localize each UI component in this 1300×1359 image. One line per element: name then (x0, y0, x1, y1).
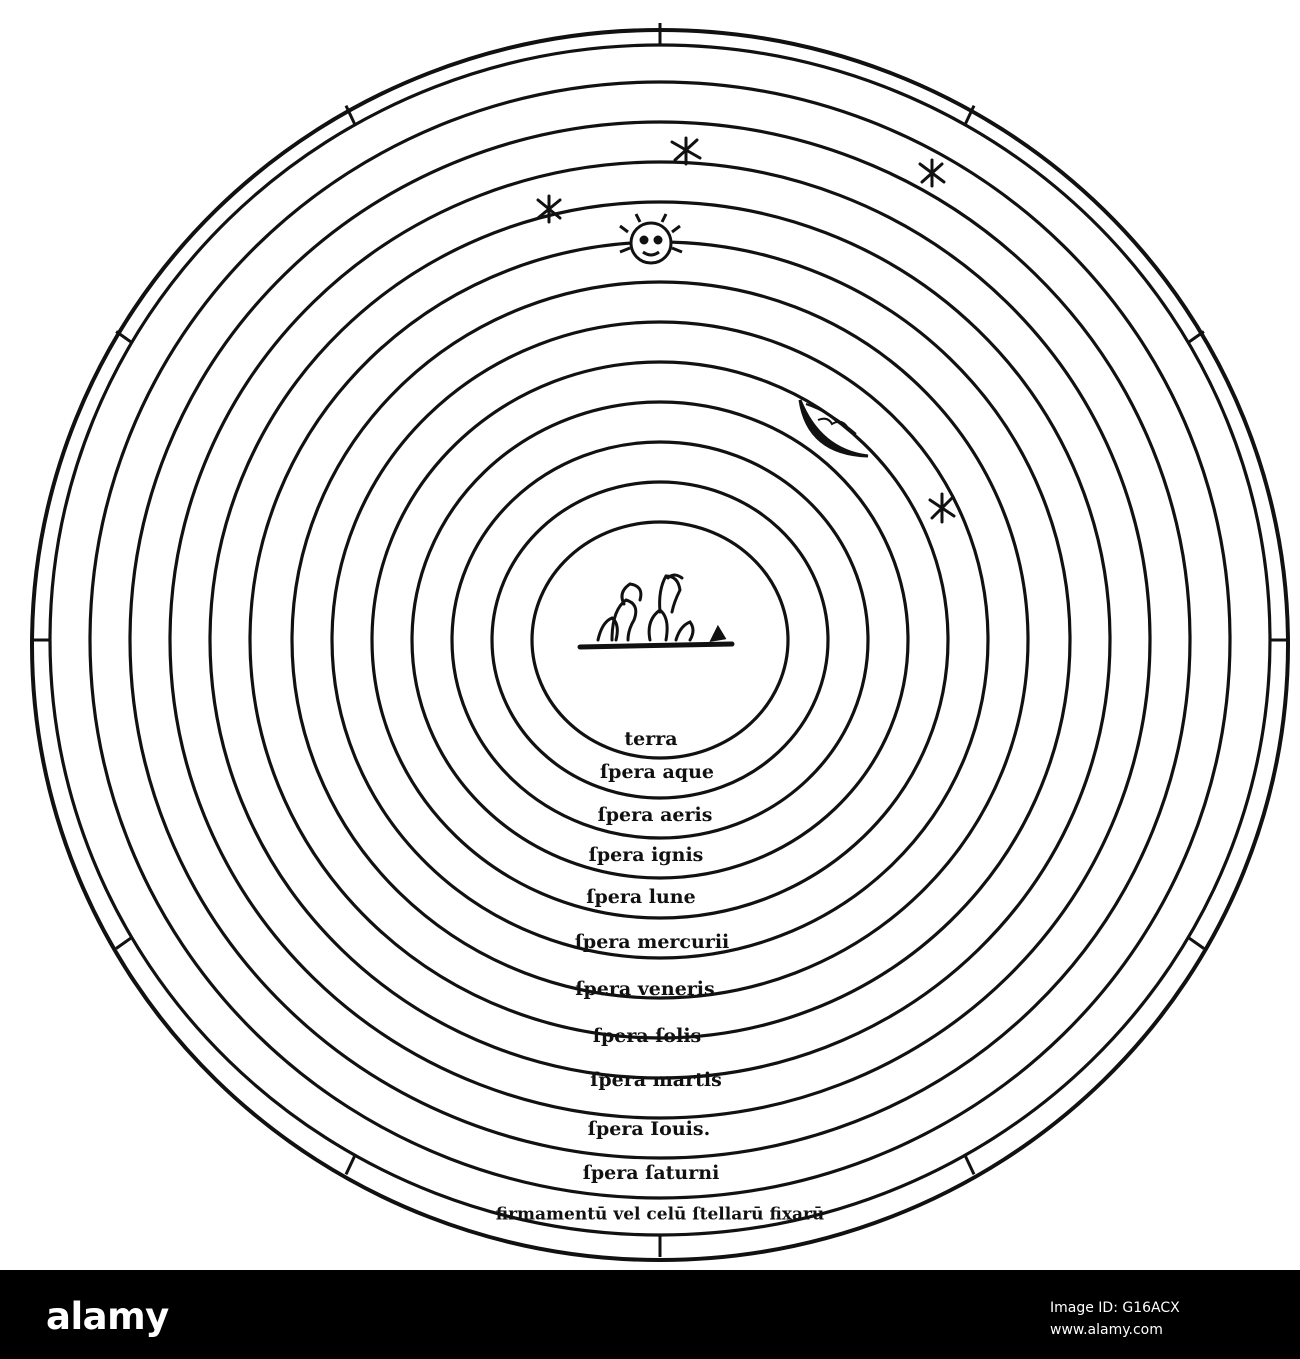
band-label: ſpera aque (600, 761, 714, 783)
sphere-ring (370, 360, 950, 920)
sphere-rings (30, 28, 1290, 1262)
band-label: terra (624, 728, 677, 750)
firmament-divider (115, 936, 133, 950)
firmament-divider (344, 105, 357, 126)
earth-landscape-icon (577, 573, 735, 650)
sphere-ring (88, 80, 1232, 1200)
watermark-bar (0, 1270, 1300, 1359)
watermark-logo: alamy (46, 1295, 169, 1338)
band-label: ſpera Iouis. (588, 1118, 710, 1140)
sphere-ring (450, 440, 870, 840)
star-icon (670, 136, 702, 166)
firmament-divider (963, 105, 976, 126)
watermark-url: www.alamy.com (1050, 1322, 1163, 1338)
sphere-ring (128, 120, 1192, 1160)
moon-crescent-icon (798, 399, 869, 458)
band-label: ſpera veneris (575, 978, 714, 1000)
band-label: ſpera martis (590, 1069, 722, 1091)
sphere-ring (490, 480, 830, 800)
star-icon (536, 194, 562, 224)
firmament-divider (344, 1154, 357, 1175)
band-label: ſpera ſolis (593, 1025, 701, 1047)
sphere-ring (290, 280, 1030, 1000)
sphere-ring (330, 320, 990, 960)
sphere-ring (530, 520, 790, 760)
sphere-ring (168, 160, 1152, 1120)
firmament-divider (1187, 936, 1205, 950)
firmament-divider (1187, 330, 1205, 344)
sphere-ring (410, 400, 910, 880)
band-label: ſpera ignis (589, 844, 704, 866)
band-label: ſpera lune (586, 886, 695, 908)
sphere-labels: terra ſpera aque ſpera aeris ſpera ignis… (496, 728, 825, 1225)
band-label: ſpera mercurii (575, 931, 730, 953)
firmament-divider (963, 1154, 976, 1175)
watermark-image-id: Image ID: G16ACX (1050, 1300, 1180, 1316)
firmament-divider (115, 330, 133, 344)
firmament-dividers (32, 23, 1288, 1257)
band-label: firmamentū vel celū ſtellarū fixarū (496, 1205, 825, 1225)
band-label: ſpera aeris (598, 804, 713, 826)
band-label: ſpera ſaturni (583, 1162, 720, 1184)
sun-face-icon (619, 213, 683, 265)
sphere-ring (208, 200, 1112, 1080)
star-icon (928, 492, 956, 524)
geocentric-spheres-diagram: terra ſpera aque ſpera aeris ſpera ignis… (30, 23, 1290, 1262)
star-icon (918, 158, 946, 188)
